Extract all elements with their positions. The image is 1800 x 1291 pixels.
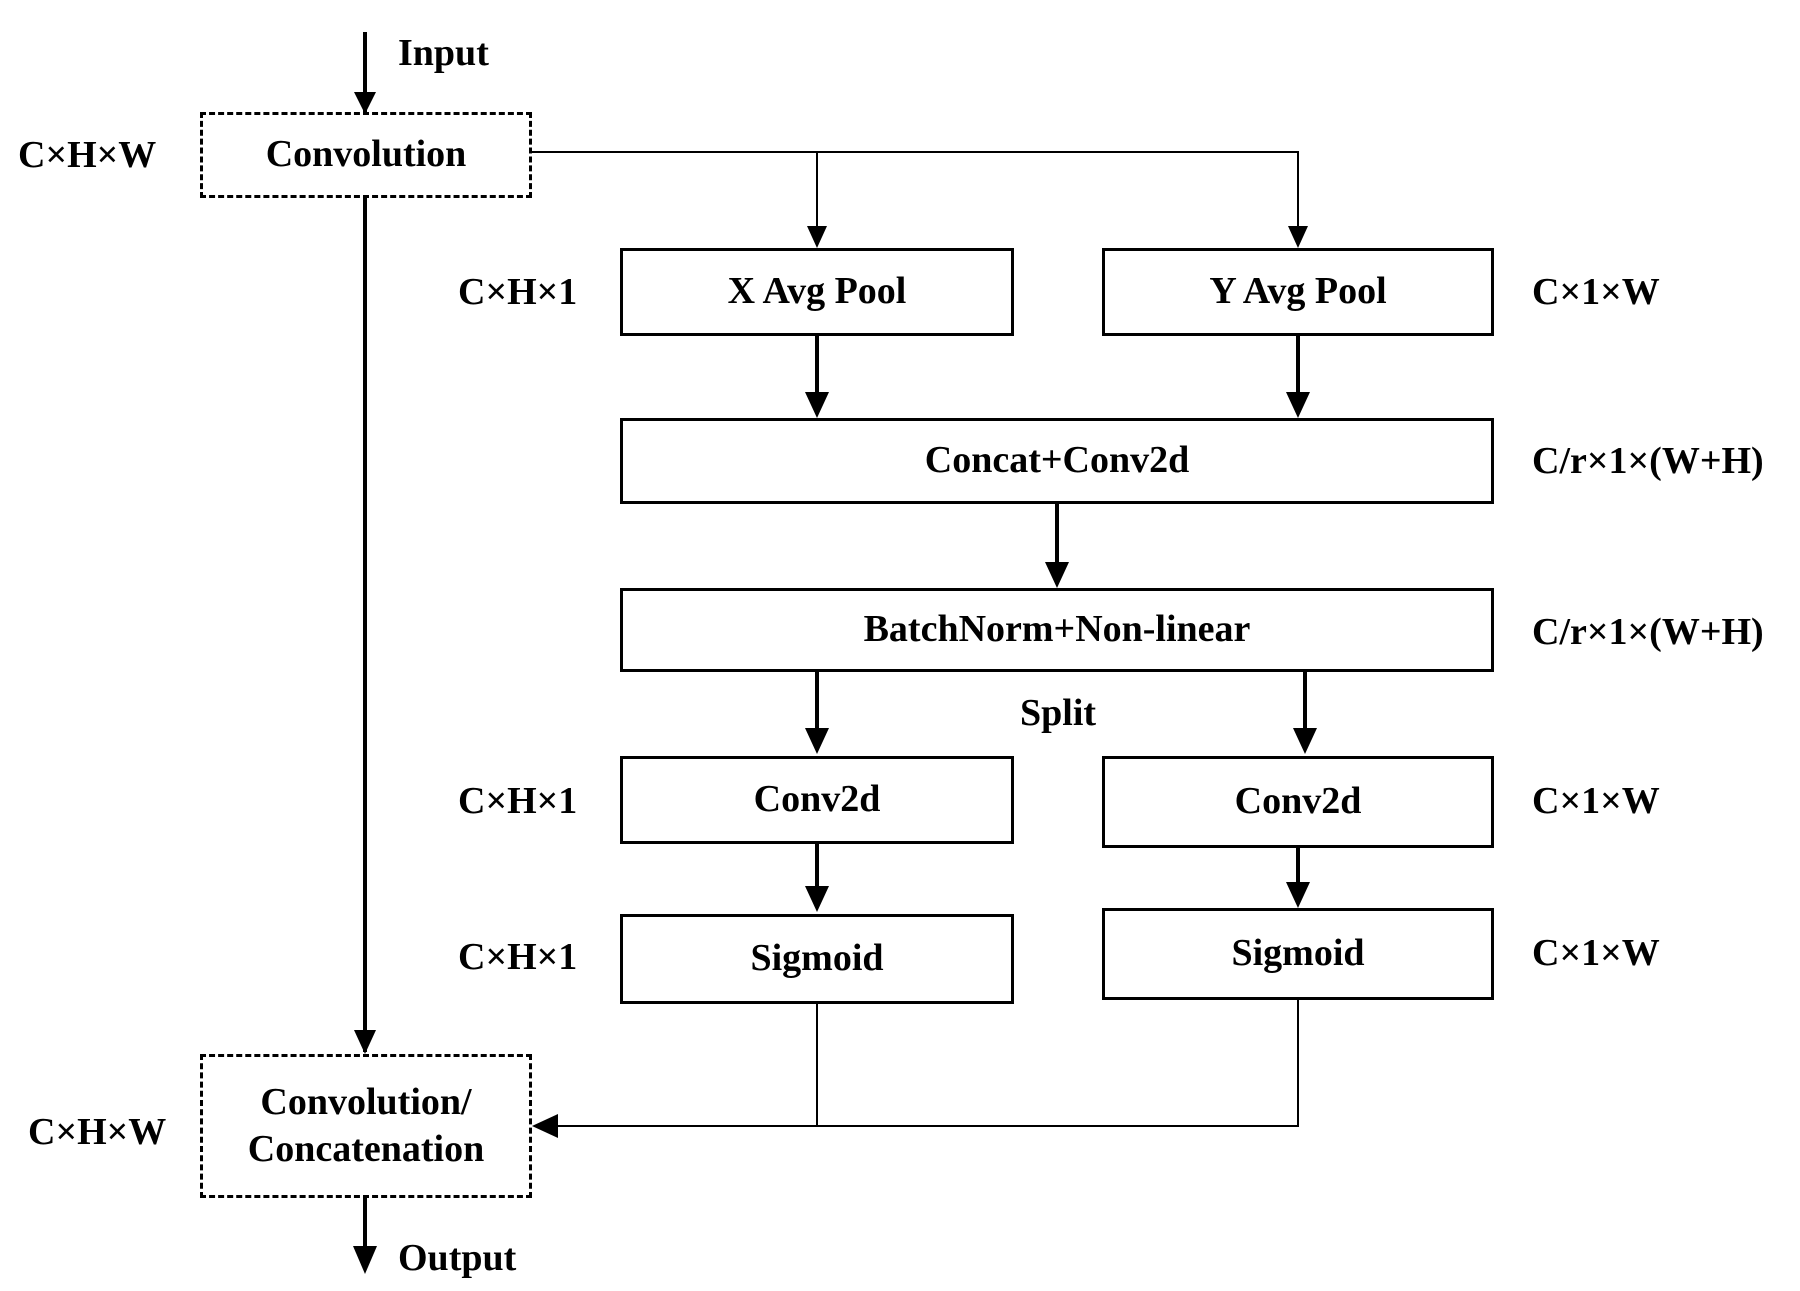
output-block: Convolution/ Concatenation	[200, 1054, 532, 1198]
arrowhead-x-concat	[805, 392, 829, 418]
arrowhead-merge	[532, 1114, 558, 1138]
dim-x-pool: C×H×1	[458, 271, 578, 313]
arrowhead-conv-sig-left	[805, 886, 829, 912]
sigmoid-right-label: Sigmoid	[1231, 932, 1365, 975]
arrowhead-x-pool	[807, 226, 827, 248]
dim-sig-right: C×1×W	[1532, 932, 1660, 974]
sigmoid-left-label: Sigmoid	[750, 937, 884, 980]
arrowhead-output	[353, 1246, 377, 1274]
convolution-block: Convolution	[200, 112, 532, 198]
sigmoid-right-block: Sigmoid	[1102, 908, 1494, 1000]
branch-line	[530, 151, 1299, 244]
split-label: Split	[1020, 692, 1097, 734]
sigmoid-left-block: Sigmoid	[620, 914, 1014, 1004]
convolution-label: Convolution	[265, 133, 467, 176]
dim-conv-left: C×H×1	[458, 780, 578, 822]
x-avg-pool-label: X Avg Pool	[727, 270, 907, 313]
conv2d-left-block: Conv2d	[620, 756, 1014, 844]
output-block-line1: Convolution/	[260, 1080, 472, 1123]
arrowhead-skip	[354, 1030, 376, 1054]
arrowhead-split-right	[1293, 728, 1317, 754]
y-avg-pool-label: Y Avg Pool	[1209, 270, 1387, 313]
dim-sig-left: C×H×1	[458, 936, 578, 978]
conv2d-left-label: Conv2d	[753, 778, 881, 821]
conv2d-right-label: Conv2d	[1234, 780, 1362, 823]
arrowhead-conv-sig-right	[1286, 882, 1310, 908]
x-avg-pool-block: X Avg Pool	[620, 248, 1014, 336]
arrowhead-y-pool	[1288, 226, 1308, 248]
concat-conv2d-block: Concat+Conv2d	[620, 418, 1494, 504]
y-avg-pool-block: Y Avg Pool	[1102, 248, 1494, 336]
arrowhead-concat-bn	[1045, 562, 1069, 588]
dim-conv-right: C×1×W	[1532, 780, 1660, 822]
output-label: Output	[398, 1237, 517, 1279]
input-label: Input	[398, 32, 489, 74]
dim-output-conv: C×H×W	[28, 1111, 167, 1153]
arrowhead-y-concat	[1286, 392, 1310, 418]
conv2d-right-block: Conv2d	[1102, 756, 1494, 848]
batchnorm-block: BatchNorm+Non-linear	[620, 588, 1494, 672]
arrowhead-split-left	[805, 728, 829, 754]
concat-conv2d-label: Concat+Conv2d	[924, 439, 1190, 482]
dim-concat: C/r×1×(W+H)	[1532, 440, 1764, 482]
output-block-line2: Concatenation	[247, 1128, 485, 1170]
arrowhead-input	[354, 92, 376, 114]
dim-batchnorm: C/r×1×(W+H)	[1532, 611, 1764, 653]
dim-input-conv: C×H×W	[18, 134, 157, 176]
dim-y-pool: C×1×W	[1532, 271, 1660, 313]
batchnorm-label: BatchNorm+Non-linear	[863, 608, 1251, 651]
merge-line	[816, 1000, 1299, 1127]
